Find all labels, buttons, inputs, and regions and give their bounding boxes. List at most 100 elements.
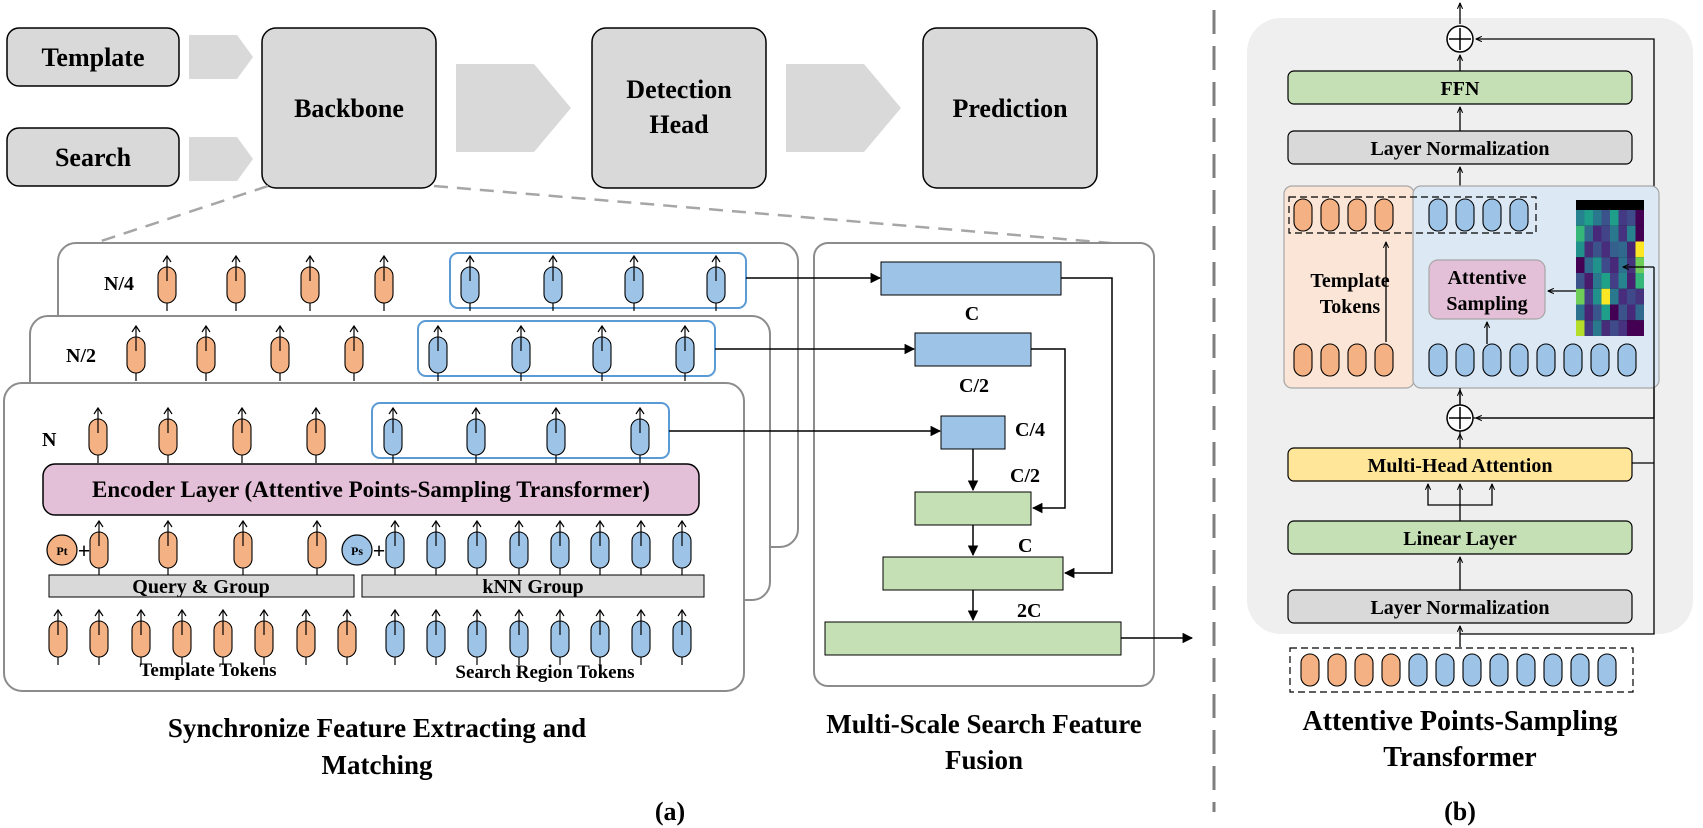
fusion-label-c4: C/4 [1015, 419, 1045, 441]
fusion-card [813, 242, 1155, 687]
search-token [1428, 343, 1448, 377]
heatmap-cell [1635, 210, 1644, 226]
search-label: Search [55, 143, 132, 172]
heatmap-cell [1584, 273, 1593, 289]
heatmap-cell [1610, 257, 1619, 273]
sampled-tokens-row [1293, 198, 1529, 232]
search-token [672, 519, 692, 576]
heatmap-cell [1610, 304, 1619, 321]
layer-norm-bottom-box [1287, 589, 1633, 624]
search-token [467, 519, 487, 576]
query-group-box [48, 574, 355, 598]
heatmap-cell [1601, 225, 1610, 242]
search-token [511, 324, 531, 381]
fusion-label-c-top: C [965, 303, 979, 325]
search-token [631, 519, 651, 576]
heatmap-cell [1627, 257, 1636, 273]
sampled-search-token [1428, 198, 1448, 232]
search-token [630, 406, 650, 463]
heatmap-cell [1635, 273, 1644, 289]
layer-norm-top-box [1287, 130, 1633, 165]
search-token [543, 254, 563, 311]
heatmap-cell [1584, 304, 1593, 321]
fusion-label-c2-mid: C/2 [1010, 465, 1040, 487]
template-token [270, 324, 290, 381]
heatmap-cell [1635, 304, 1644, 321]
knn-group-label: kNN Group [482, 576, 583, 598]
ffn-box [1287, 70, 1633, 105]
template-token [172, 608, 192, 665]
template-token [196, 324, 216, 381]
template-token [1293, 198, 1313, 232]
search-token [428, 324, 448, 381]
pipeline: Template Search Backbone Detection Head … [6, 27, 1147, 250]
heatmap-cell [1610, 288, 1619, 305]
panel-b: FFN Layer Normalization Template Tokens … [1247, 3, 1693, 826]
search-token [590, 519, 610, 576]
layer-quarter-tokens [157, 254, 726, 311]
heatmap-cell [1635, 320, 1644, 336]
multi-head-attention-box [1287, 447, 1633, 482]
template-token [158, 406, 178, 463]
layer-norm-top-label: Layer Normalization [1370, 138, 1549, 160]
heatmap-cell [1618, 210, 1627, 226]
heatmap-cell [1601, 257, 1610, 273]
multi-head-attention-label: Multi-Head Attention [1368, 455, 1553, 477]
template-token [1354, 653, 1374, 687]
heatmap-cell [1610, 241, 1619, 258]
caption-fusion-line1: Multi-Scale Search Feature [826, 709, 1141, 739]
template-token [131, 608, 151, 665]
layer-full-tokens [88, 406, 650, 463]
template-token [300, 254, 320, 311]
template-token [1300, 653, 1320, 687]
template-token [1381, 653, 1401, 687]
search-region-tokens-label: Search Region Tokens [455, 662, 634, 683]
sublabel-a: (a) [655, 797, 685, 826]
search-token [1536, 343, 1556, 377]
layer-norm-bottom-label: Layer Normalization [1370, 597, 1549, 619]
template-tokens-label-b-1: Template [1310, 270, 1389, 292]
template-arrow [189, 35, 253, 79]
search-token [1482, 343, 1502, 377]
heatmap-cell [1635, 241, 1644, 258]
heatmap-cell [1610, 273, 1619, 289]
search-token [1617, 343, 1637, 377]
heatmap-cell [1627, 273, 1636, 289]
detection-head-label-1: Detection [626, 75, 732, 104]
template-token [1374, 198, 1394, 232]
heatmap-cell [1635, 257, 1644, 273]
search-token [546, 406, 566, 463]
heatmap-cell [1593, 320, 1602, 336]
template-token [89, 519, 109, 576]
input-tokens-row [48, 608, 692, 665]
heatmap-cell [1635, 288, 1644, 305]
layer-label-half: N/2 [66, 345, 96, 367]
caption-b-line2: Transformer [1383, 742, 1536, 773]
template-token [344, 324, 364, 381]
heatmap-cell [1576, 257, 1585, 273]
heatmap-cell [1584, 210, 1593, 226]
search-token [426, 608, 446, 665]
fusion-skip-c [1061, 277, 1113, 579]
search-token [467, 608, 487, 665]
heatmap-cell [1576, 210, 1585, 226]
detection-head-label-2: Head [649, 110, 709, 139]
zoom-line-right [433, 184, 1147, 248]
search-token [1543, 653, 1563, 687]
pt-plus-sign: + [78, 538, 91, 563]
fusion-label-2c: 2C [1017, 600, 1041, 622]
panel-a-layers: N/4 N/2 N Encoder Layer (Attentive Point… [3, 242, 799, 692]
heatmap-cell [1576, 320, 1585, 336]
search-token [624, 254, 644, 311]
input-tokens-row-b [1300, 653, 1617, 687]
search-token [1570, 653, 1590, 687]
residual-line-mid [1460, 463, 1655, 635]
heatmap-cell [1576, 273, 1585, 289]
heatmap-cell [1627, 320, 1636, 336]
heatmap-cell [1610, 320, 1619, 336]
template-token [158, 519, 178, 576]
heatmap-cell [1576, 241, 1585, 258]
heatmap-cell [1593, 257, 1602, 273]
sampled-search-token [1455, 198, 1475, 232]
heatmap-cell [1601, 288, 1610, 305]
